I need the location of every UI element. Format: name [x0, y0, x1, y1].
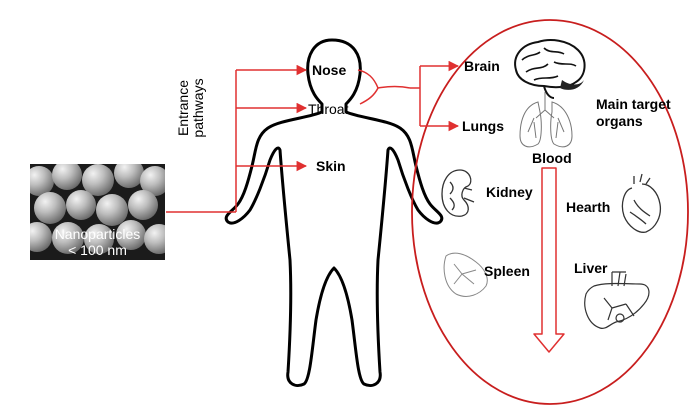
spleen-label: Spleen: [484, 263, 530, 279]
main-target-organs-label: Main target organs: [596, 96, 671, 129]
skin-label: Skin: [316, 158, 346, 174]
brain-icon: [514, 39, 586, 99]
liver-icon: [584, 271, 650, 329]
target-organs-ellipse: [411, 19, 689, 405]
liver-label: Liver: [574, 260, 608, 276]
blood-flow-arrow: [533, 167, 565, 353]
kidney-label: Kidney: [486, 184, 533, 200]
human-body-outline: [224, 38, 444, 387]
hearth-label: Hearth: [566, 199, 611, 215]
nanoparticles-label: Nanoparticles: [54, 226, 141, 242]
nanoparticle-size-label: < 100 nm: [68, 242, 127, 258]
lungs-label: Lungs: [462, 118, 504, 134]
heart-icon: [621, 173, 662, 233]
nose-label: Nose: [312, 62, 347, 78]
kidney-icon: [441, 169, 475, 217]
brain-label: Brain: [464, 58, 500, 74]
blood-label: Blood: [532, 150, 572, 166]
spleen-icon: [443, 252, 488, 297]
nanoparticle-micrograph: Nanoparticles < 100 nm: [30, 164, 165, 260]
throat-label: Throat: [308, 101, 349, 117]
lungs-icon: [519, 92, 573, 148]
